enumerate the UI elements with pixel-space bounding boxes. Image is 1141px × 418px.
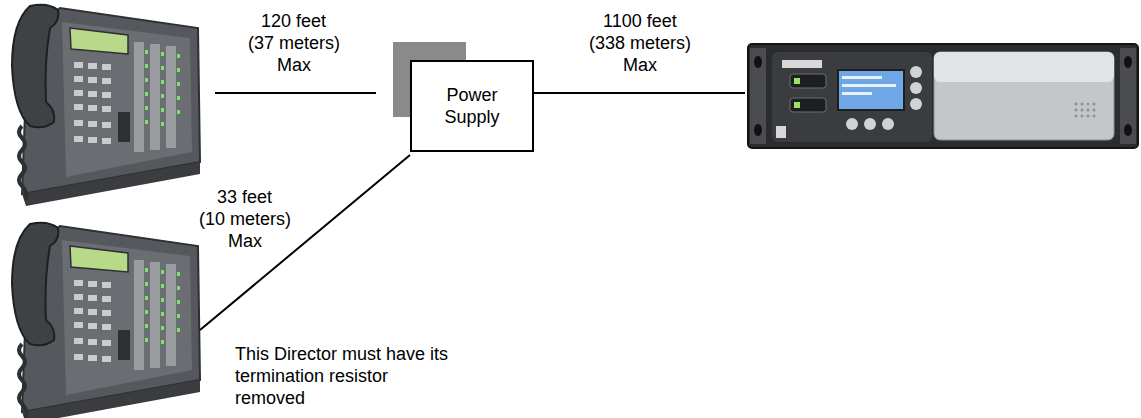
distance-label: 120 feet — [261, 10, 326, 32]
distance-label: 1100 feet — [603, 10, 677, 32]
note-text: This Director must have its termination … — [235, 343, 453, 409]
distance-label: Max — [277, 54, 311, 76]
node-text: Power Supply — [432, 84, 512, 128]
distance-label: Max — [623, 54, 657, 76]
power-supply-box: Power Supply — [410, 60, 534, 152]
distance-label: 33 feet — [217, 186, 272, 208]
distance-label: (10 meters) — [199, 208, 291, 230]
distance-label: (338 meters) — [589, 32, 691, 54]
distance-label: Max — [228, 230, 262, 252]
distance-label: (37 meters) — [248, 32, 340, 54]
